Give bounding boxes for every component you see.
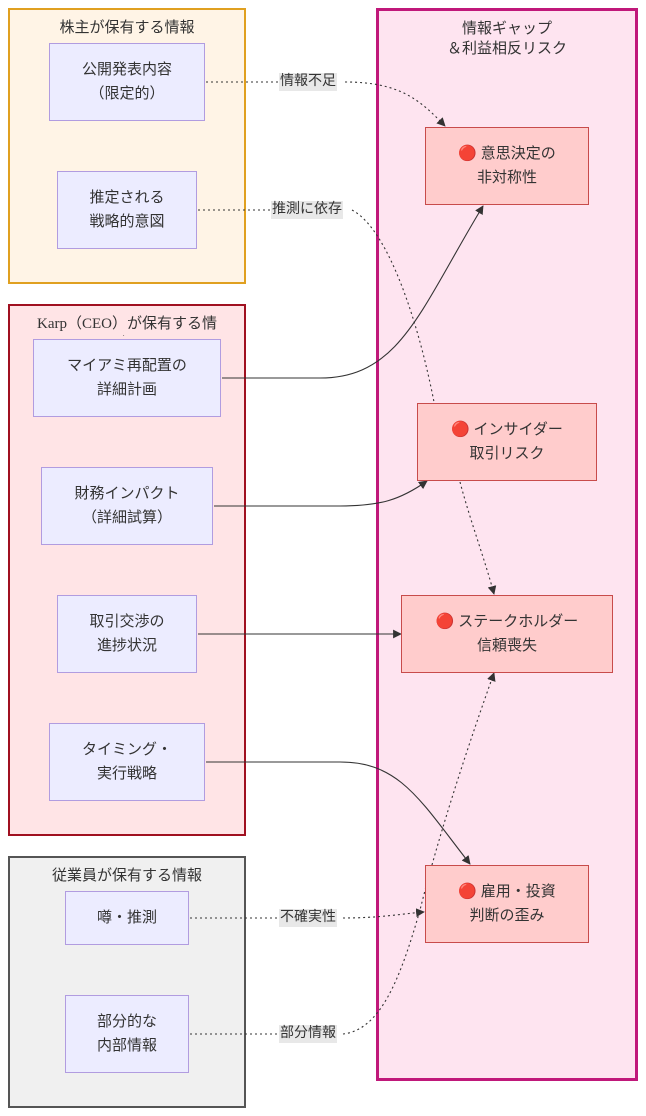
node-label: 噂・推測 xyxy=(96,910,157,926)
node-label: 推定される 戦略的意図 xyxy=(89,190,165,230)
node-rumor: 噂・推測 xyxy=(65,891,189,945)
edge-public-to-decision xyxy=(206,81,445,126)
node-label: 部分的な 内部情報 xyxy=(96,1014,157,1054)
edge-financial-to-insider xyxy=(214,480,428,507)
node-financial-impact: 財務インパクト （詳細試算） xyxy=(41,467,213,545)
node-inferred-intent: 推定される 戦略的意図 xyxy=(57,171,197,249)
node-label: タイミング・ 実行戦略 xyxy=(81,742,172,782)
group-title-ceo: Karp（CEO）が保有する情 報 xyxy=(37,316,217,332)
group-title-employees: 従業員が保有する情報 xyxy=(51,868,202,884)
node-label: マイアミ再配置の 詳細計画 xyxy=(67,358,187,398)
edge-miami-to-decision xyxy=(222,205,484,379)
edge-insider-to-stakeholder xyxy=(459,481,497,595)
group-title-shareholders: 株主が保有する情報 xyxy=(59,20,195,36)
edge-inferred-to-insider xyxy=(198,209,435,403)
edge-timing-to-employment xyxy=(206,761,471,865)
edge-rumor-to-employment xyxy=(190,912,424,918)
risk-decision-asymmetry: 🔴 意思決定の 非対称性 xyxy=(425,127,589,205)
node-public-announcement: 公開発表内容 （限定的） xyxy=(49,43,205,121)
node-timing-strategy: タイミング・ 実行戦略 xyxy=(49,723,205,801)
edge-label-speculation: 推測に依存 xyxy=(271,201,343,219)
risk-label: 🔴 インサイダー 取引リスク xyxy=(451,422,563,462)
node-partial-info: 部分的な 内部情報 xyxy=(65,995,189,1073)
node-label: 取引交渉の 進捗状況 xyxy=(89,614,165,654)
risk-employment-distortion: 🔴 雇用・投資 判断の歪み xyxy=(425,865,589,943)
node-label: 公開発表内容 （限定的） xyxy=(81,62,172,102)
risk-label: 🔴 ステークホルダー 信頼喪失 xyxy=(435,614,579,654)
edge-label-info-shortage: 情報不足 xyxy=(279,73,337,91)
edge-label-partial: 部分情報 xyxy=(279,1025,337,1043)
node-miami-plan: マイアミ再配置の 詳細計画 xyxy=(33,339,221,417)
node-negotiation-status: 取引交渉の 進捗状況 xyxy=(57,595,197,673)
node-label: 財務インパクト （詳細試算） xyxy=(74,486,180,526)
risk-label: 🔴 雇用・投資 判断の歪み xyxy=(458,884,556,924)
edge-label-uncertainty: 不確実性 xyxy=(279,909,337,927)
risk-label: 🔴 意思決定の 非対称性 xyxy=(458,146,556,186)
group-title-gap: 情報ギャップ ＆利益相反リスク xyxy=(446,21,567,57)
risk-insider-trading: 🔴 インサイダー 取引リスク xyxy=(417,403,597,481)
risk-stakeholder-trust: 🔴 ステークホルダー 信頼喪失 xyxy=(401,595,613,673)
edge-partial-to-stakeholder xyxy=(190,673,494,1035)
